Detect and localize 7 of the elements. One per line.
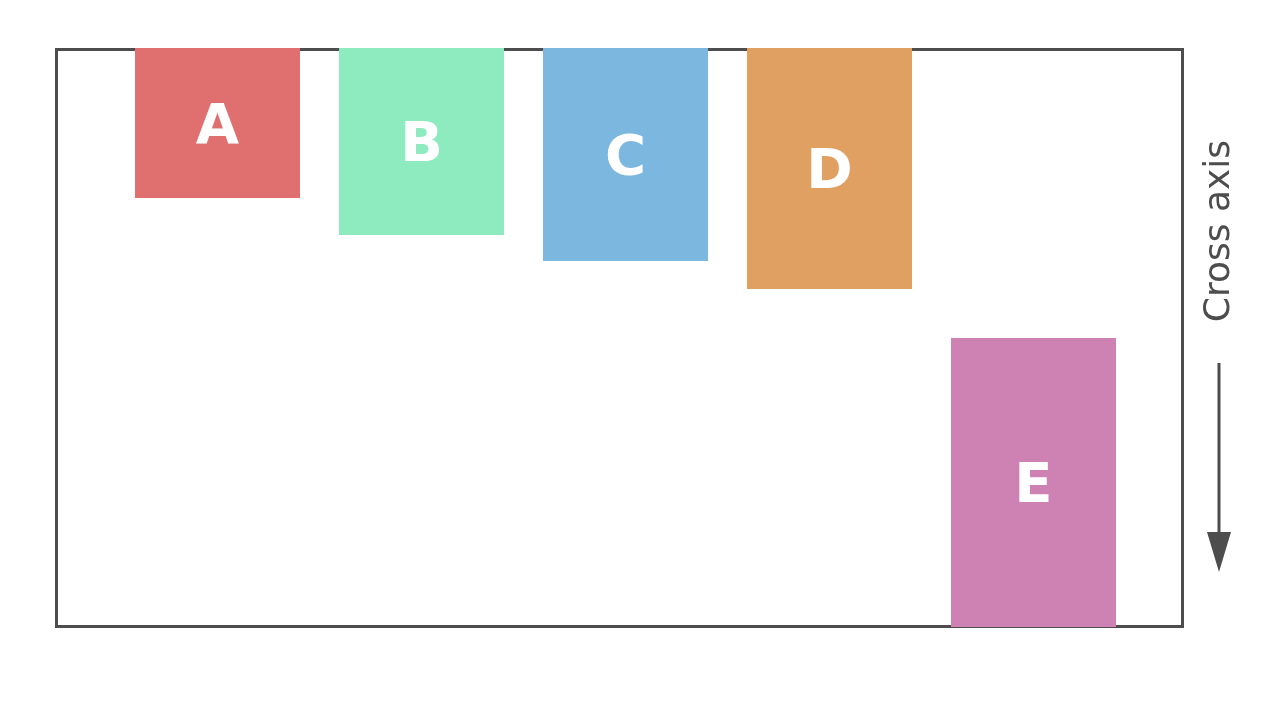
flex-item: B <box>339 48 504 235</box>
flex-item: E <box>951 338 1116 627</box>
container-box <box>55 48 1184 628</box>
flex-item: A <box>135 48 300 198</box>
flex-item: C <box>543 48 708 261</box>
axis-label: Cross axis <box>1199 140 1235 323</box>
flex-item: D <box>747 48 912 289</box>
